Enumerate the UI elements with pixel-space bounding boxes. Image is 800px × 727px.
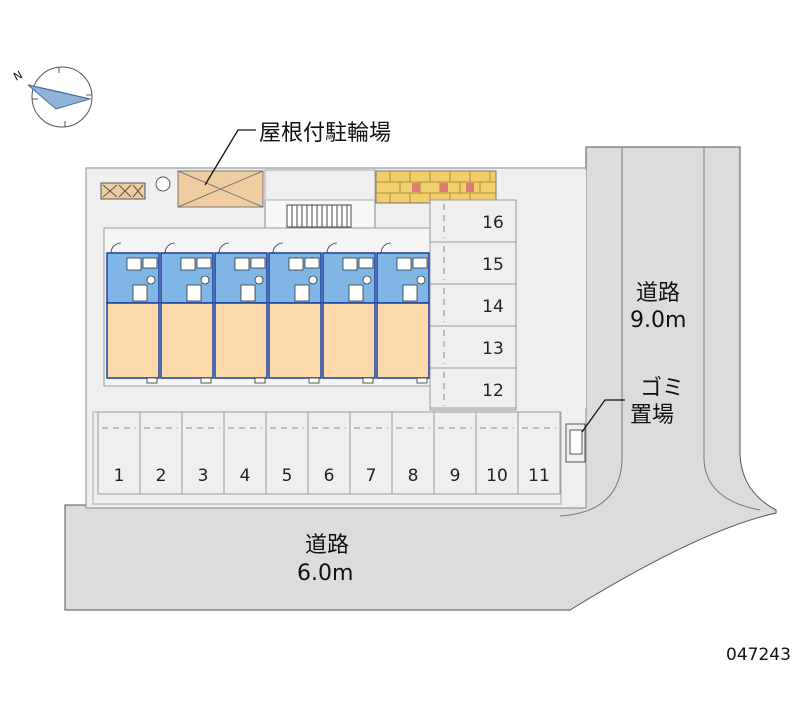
parking-space-number: 16	[482, 213, 504, 233]
bike-parking-leader	[204, 129, 256, 186]
garbage-box-inner	[569, 429, 583, 455]
road-right-width: 9.0m	[630, 308, 686, 333]
bike-parking-label: 屋根付駐輪場	[259, 121, 391, 146]
apartment-unit	[106, 242, 160, 384]
stair-treads	[291, 205, 348, 227]
parking-space-number: 3	[198, 466, 209, 486]
garbage-label-line2: 置場	[630, 403, 674, 428]
parking-space-number: 11	[528, 466, 550, 486]
storage-box-cross	[102, 184, 144, 198]
parking-space-number: 2	[156, 466, 167, 486]
lot-lower	[92, 411, 562, 505]
stairs	[286, 204, 352, 228]
parking-spaces-bottom: 1 2 3 4 5 6 7 8 9 10 11	[97, 411, 561, 495]
parking-space-right	[429, 367, 517, 411]
garbage-leader	[581, 399, 625, 433]
road-right-name: 道路	[636, 281, 680, 306]
apartment-unit	[376, 242, 430, 384]
parking-space-number: 7	[366, 466, 377, 486]
parking-space-number: 5	[282, 466, 293, 486]
road-right-inner-edge	[559, 147, 761, 517]
parking-space-number: 13	[482, 339, 504, 359]
brick-accents	[412, 183, 474, 192]
svg-text:N: N	[11, 68, 24, 83]
apartment-unit	[160, 242, 214, 384]
apartment-unit	[214, 242, 268, 384]
bike-parking-roof-cross	[177, 170, 264, 208]
brick-wall	[375, 170, 497, 204]
parking-space-number: 4	[240, 466, 251, 486]
north-arrow-icon: N	[11, 66, 93, 128]
parking-space-number: 12	[482, 381, 504, 401]
property-id: 047243	[726, 645, 791, 665]
parking-space-bottom	[517, 411, 561, 495]
parking-space-number: 15	[482, 255, 504, 275]
road-bottom-name: 道路	[305, 533, 349, 558]
parking-space-number: 9	[450, 466, 461, 486]
apartment-unit	[322, 242, 376, 384]
storage-box	[100, 182, 146, 200]
apartment-unit	[268, 242, 322, 384]
utility-circle	[155, 176, 171, 192]
parking-space-number: 14	[482, 297, 504, 317]
parking-space-number: 6	[324, 466, 335, 486]
parking-space-number: 1	[114, 466, 125, 486]
garbage-label-line1: ゴミ	[640, 376, 684, 401]
parking-right-edge	[516, 170, 586, 408]
stair-landing	[264, 169, 376, 201]
parking-spaces-right: 16 15 14 13 12	[429, 199, 517, 411]
apartment-units	[106, 242, 430, 384]
parking-space-number: 10	[486, 466, 508, 486]
parking-space-number: 8	[408, 466, 419, 486]
road-bottom-width: 6.0m	[297, 561, 353, 586]
